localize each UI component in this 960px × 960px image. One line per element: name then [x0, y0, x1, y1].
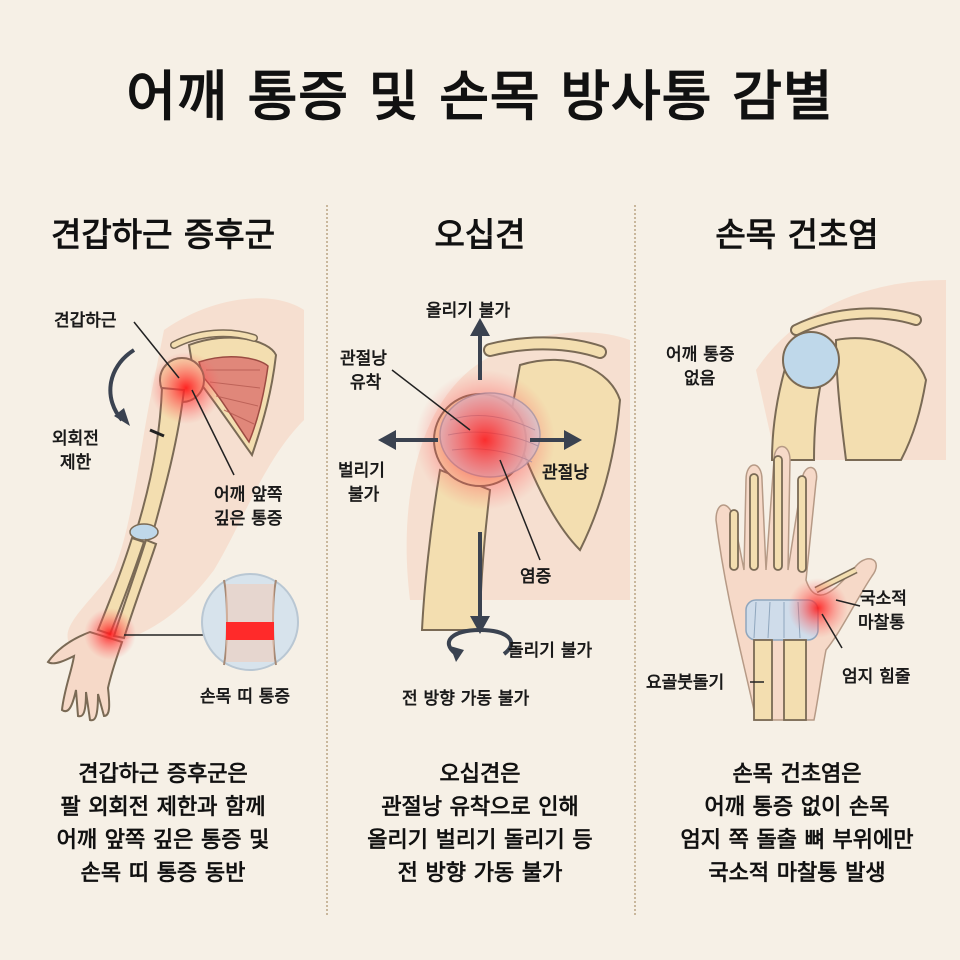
label-localized-2: 마찰통 [858, 613, 905, 633]
wrist-hand-svg [715, 280, 946, 721]
label-wrist-band-pain: 손목 띠 통증 [200, 687, 291, 707]
label-capsule-adhesion-1: 관절낭 [340, 349, 387, 369]
column-divider-2 [634, 205, 636, 915]
label-external-rotation: 외회전 [52, 429, 99, 449]
summary-line: 손목 건초염은 [732, 762, 862, 787]
label-raise-impossible: 올리기 불가 [426, 301, 511, 321]
label-spread-impossible-2: 불가 [348, 485, 380, 505]
summary-line: 어깨 앞쪽 깊은 통증 및 [56, 828, 270, 853]
summary-line: 국소적 마찰통 발생 [708, 861, 886, 886]
label-rotate-impossible: 돌리기 불가 [508, 641, 593, 661]
summary-line: 엄지 쪽 돌출 뼈 부위에만 [680, 828, 914, 853]
label-inflammation: 염증 [520, 567, 552, 587]
label-limitation: 제한 [60, 453, 92, 473]
label-deep-pain: 깊은 통증 [214, 509, 283, 529]
summary-line: 어깨 통증 없이 손목 [704, 795, 890, 820]
label-anterior-shoulder: 어깨 앞쪽 [214, 485, 283, 505]
label-radial-styloid: 요골붓돌기 [646, 673, 725, 693]
summary-line: 견갑하근 증후군은 [78, 762, 248, 787]
label-joint-capsule: 관절낭 [542, 463, 589, 483]
frozen-shoulder-illustration: 올리기 불가 관절낭 유착 벌리기 불가 관절낭 염증 돌리기 불가 전 방향 … [330, 270, 630, 740]
label-localized-1: 국소적 [860, 589, 907, 609]
label-no-shoulder-pain-2: 없음 [684, 369, 716, 389]
column-title-subscapularis: 견갑하근 증후군 [50, 215, 275, 254]
wrist-tenosynovitis-illustration: 어깨 통증 없음 국소적 마찰통 요골붓돌기 엄지 힘줄 [646, 270, 952, 740]
label-subscapularis: 견갑하근 [54, 311, 117, 331]
frozen-shoulder-svg [378, 318, 630, 662]
label-capsule-adhesion-2: 유착 [350, 373, 382, 393]
summary-frozen-shoulder: 오십견은 관절낭 유착으로 인해 올리기 벌리기 돌리기 등 전 방향 가동 불… [325, 758, 635, 890]
summary-line: 오십견은 [439, 762, 521, 787]
label-spread-impossible-1: 벌리기 [338, 461, 385, 481]
label-no-shoulder-pain-1: 어깨 통증 [666, 345, 735, 365]
column-divider-1 [326, 205, 328, 915]
summary-line: 팔 외회전 제한과 함께 [60, 795, 266, 820]
subscapularis-illustration: 견갑하근 외회전 제한 어깨 앞쪽 깊은 통증 손목 띠 통증 [14, 270, 314, 740]
summary-line: 관절낭 유착으로 인해 [381, 795, 579, 820]
summary-subscapularis: 견갑하근 증후군은 팔 외회전 제한과 함께 어깨 앞쪽 깊은 통증 및 손목 … [8, 758, 318, 890]
subscapularis-arm-svg [46, 298, 304, 722]
column-title-wrist-tenosynovitis: 손목 건초염 [715, 215, 879, 254]
column-title-frozen-shoulder: 오십견 [434, 215, 526, 254]
page-title: 어깨 통증 및 손목 방사통 감별 [126, 65, 834, 128]
label-all-directions-impossible: 전 방향 가동 불가 [402, 689, 530, 709]
summary-line: 손목 띠 통증 동반 [80, 861, 246, 886]
summary-wrist-tenosynovitis: 손목 건초염은 어깨 통증 없이 손목 엄지 쪽 돌출 뼈 부위에만 국소적 마… [642, 758, 952, 890]
summary-line: 올리기 벌리기 돌리기 등 [367, 828, 593, 853]
label-thumb-tendon: 엄지 힘줄 [842, 667, 911, 687]
summary-line: 전 방향 가동 불가 [397, 861, 563, 886]
